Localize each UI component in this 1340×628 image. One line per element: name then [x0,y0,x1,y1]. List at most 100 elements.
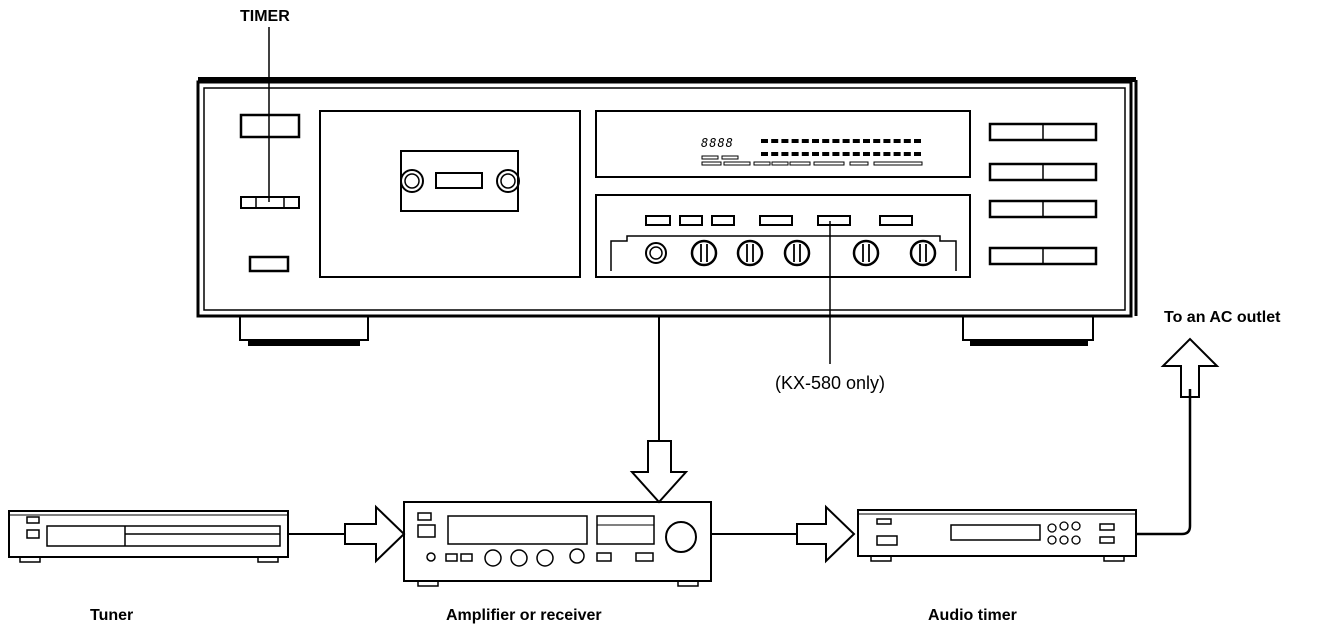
eject-button[interactable] [248,255,290,273]
deck-top-band [198,77,1136,82]
timer-key-2[interactable] [1059,521,1069,531]
display-window [595,110,971,178]
control-button[interactable] [817,215,851,226]
meter-segment [812,139,819,143]
meter-segment [852,139,860,143]
control-button[interactable] [711,215,735,226]
headphone-jack[interactable] [645,242,667,264]
control-button[interactable] [679,215,703,226]
indicator-bar [701,155,719,160]
timer-button-1[interactable] [876,518,892,525]
rotary-knob[interactable] [909,239,937,267]
timer-button-3[interactable] [1099,523,1115,531]
meter-segment [914,152,921,156]
tuner-foot-right [257,557,279,563]
amp-small-button-4[interactable] [635,552,654,562]
meter-segment [832,152,840,156]
amp-small-button-2[interactable] [460,553,473,562]
timer-switch[interactable] [240,196,300,209]
audio-timer [857,509,1137,562]
amp-button-1[interactable] [417,512,432,521]
function-button[interactable] [988,246,1098,266]
timer-key-1[interactable] [1047,523,1057,533]
meter-segment [914,139,921,143]
audio-timer-label: Audio timer [928,607,1017,624]
rotary-knob[interactable] [852,239,880,267]
tuner-button-1[interactable] [26,516,40,524]
timer-key-4[interactable] [1047,535,1057,545]
amp-small-button-1[interactable] [445,553,458,562]
timer-button-2[interactable] [876,535,898,546]
amp-small-button-3[interactable] [596,552,612,562]
down-arrow [629,440,689,504]
tuner-button-2[interactable] [26,529,40,539]
deck-inner-frame [203,87,1126,311]
cassette-deck: 8888 [196,77,1138,346]
control-button[interactable] [759,215,793,226]
right-arrow-2 [796,504,856,564]
meter-segment [842,139,850,143]
timer-label: TIMER [240,8,290,25]
meter-segment [822,152,830,156]
meter-segment [801,139,809,143]
rotary-knob[interactable] [690,239,718,267]
meter-segment [781,139,789,143]
timer-display [950,524,1041,541]
amp-display-left [447,515,588,545]
meter-segment [832,139,840,143]
meter-segment [791,139,799,143]
amplifier-or-receiver [403,501,712,587]
meter-segment [771,139,779,143]
meter-segment [903,139,911,143]
timer-foot-left [870,556,892,562]
meter-segment [822,139,830,143]
meter-segment [842,152,850,156]
deck-front-panel [196,80,1133,318]
amp-foot-right [677,581,699,587]
indicator-bar [753,161,771,166]
tuner-display [46,525,281,547]
amp-knob-2[interactable] [510,549,528,567]
tuner-foot-left [19,557,41,563]
amp-display-right [596,515,655,545]
meter-segment [863,152,870,156]
timer-key-3[interactable] [1071,521,1081,531]
timer-key-6[interactable] [1071,535,1081,545]
cassette-door[interactable] [319,110,581,278]
indicator-bar [789,161,811,166]
timer-key-5[interactable] [1059,535,1069,545]
up-arrow [1160,337,1220,398]
function-button[interactable] [988,162,1098,182]
control-button[interactable] [645,215,671,226]
indicator-bar [701,161,722,166]
function-buttons [988,122,1098,266]
meter-segment [873,152,881,156]
indicator-bar [771,161,789,166]
amp-knob-3[interactable] [536,549,554,567]
amp-knob-1[interactable] [484,549,502,567]
rotary-knob[interactable] [783,239,811,267]
amp-foot-left [417,581,439,587]
meter-segment [873,139,881,143]
tuner-label: Tuner [90,607,133,624]
control-window [595,194,971,278]
timer-button-4[interactable] [1099,536,1115,544]
amp-jack[interactable] [426,552,436,562]
meter-segment [771,152,779,156]
indicator-bar [849,161,869,166]
rotary-knob[interactable] [736,239,764,267]
tuner [8,510,289,563]
function-button[interactable] [988,122,1098,142]
function-button[interactable] [988,199,1098,219]
indicator-bar [813,161,845,166]
control-button[interactable] [879,215,913,226]
meter-segment [801,152,809,156]
counter-display: 8888 [701,136,734,150]
amp-knob-4[interactable] [569,548,585,564]
amp-button-2[interactable] [417,524,436,538]
power-button[interactable] [239,113,301,139]
meter-segment [761,139,768,143]
meter-segment [883,152,891,156]
volume-knob[interactable] [665,521,697,553]
